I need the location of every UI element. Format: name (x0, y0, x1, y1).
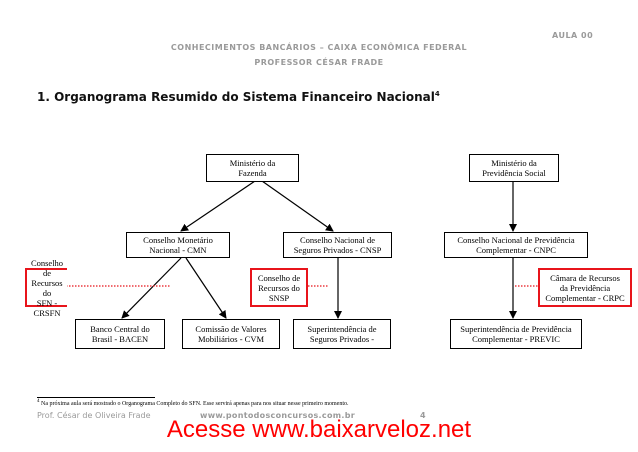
footnote-number: 4 (37, 399, 40, 404)
box-line: Superintendência de Previdência (460, 324, 572, 334)
box-line: Conselho Monetário (143, 235, 213, 245)
course-title: CONHECIMENTOS BANCÁRIOS – CAIXA ECONÔMIC… (170, 43, 468, 52)
box-line: Seguros Privados - CNSP (293, 245, 382, 255)
box-line: Nacional - CMN (149, 245, 207, 255)
arrow-mf-cnsp (261, 180, 334, 232)
arrow-mf-cmn (180, 180, 256, 232)
box-line: Complementar - CNPC (476, 245, 556, 255)
box-line: Ministério da (229, 158, 276, 168)
box-line: SNSP (268, 292, 290, 303)
box-line: Seguros Privados - (309, 334, 375, 344)
box-line: Complementar - PREVIC (472, 334, 560, 344)
section-title: 1. Organograma Resumido do Sistema Finan… (37, 90, 440, 104)
footnote-marker: 4 (434, 90, 440, 98)
footer-author: Prof. César de Oliveira Frade (37, 411, 151, 420)
box-line: Banco Central do (90, 324, 150, 334)
box-line: SFN - CRSFN (33, 297, 61, 318)
lesson-label: AULA 00 (552, 31, 594, 40)
box-line: Complementar - CRPC (545, 292, 625, 303)
box-line: Recursos do (31, 277, 63, 298)
page-number: 4 (420, 411, 426, 420)
box-line: Câmara de Recursos (550, 272, 620, 283)
box-line: Conselho Nacional de Previdência (457, 235, 575, 245)
footnote-rule (37, 397, 155, 398)
box-line: Fazenda (238, 168, 267, 178)
box-line: Recursos do (258, 282, 300, 293)
box-line: Brasil - BACEN (91, 334, 149, 344)
section-title-text: 1. Organograma Resumido do Sistema Finan… (37, 90, 435, 104)
box-line: Mobiliários - CVM (197, 334, 265, 344)
box-line: Conselho de (30, 257, 64, 278)
professor-name: PROFESSOR CÉSAR FRADE (254, 58, 384, 67)
promo-banner[interactable]: Acesse www.baixarveloz.net (166, 416, 472, 443)
footnote-text: Na próxima aula será mostrado o Organogr… (41, 401, 349, 407)
box-line: da Previdência (559, 282, 611, 293)
arrow-cmn-cvm (185, 257, 227, 319)
box-line: Superintendência de (307, 324, 377, 334)
box-line: Comissão de Valores (195, 324, 267, 334)
footer-site-link[interactable]: www.pontodosconcursos.com.br (200, 411, 355, 420)
footnote: 4 Na próxima aula será mostrado o Organo… (37, 399, 348, 407)
box-line: Conselho Nacional de (299, 235, 376, 245)
arrow-cmn-bacen (121, 257, 182, 319)
box-line: Ministério da (491, 158, 537, 168)
box-line: Conselho de (257, 272, 301, 283)
box-line: Previdência Social (482, 168, 546, 178)
